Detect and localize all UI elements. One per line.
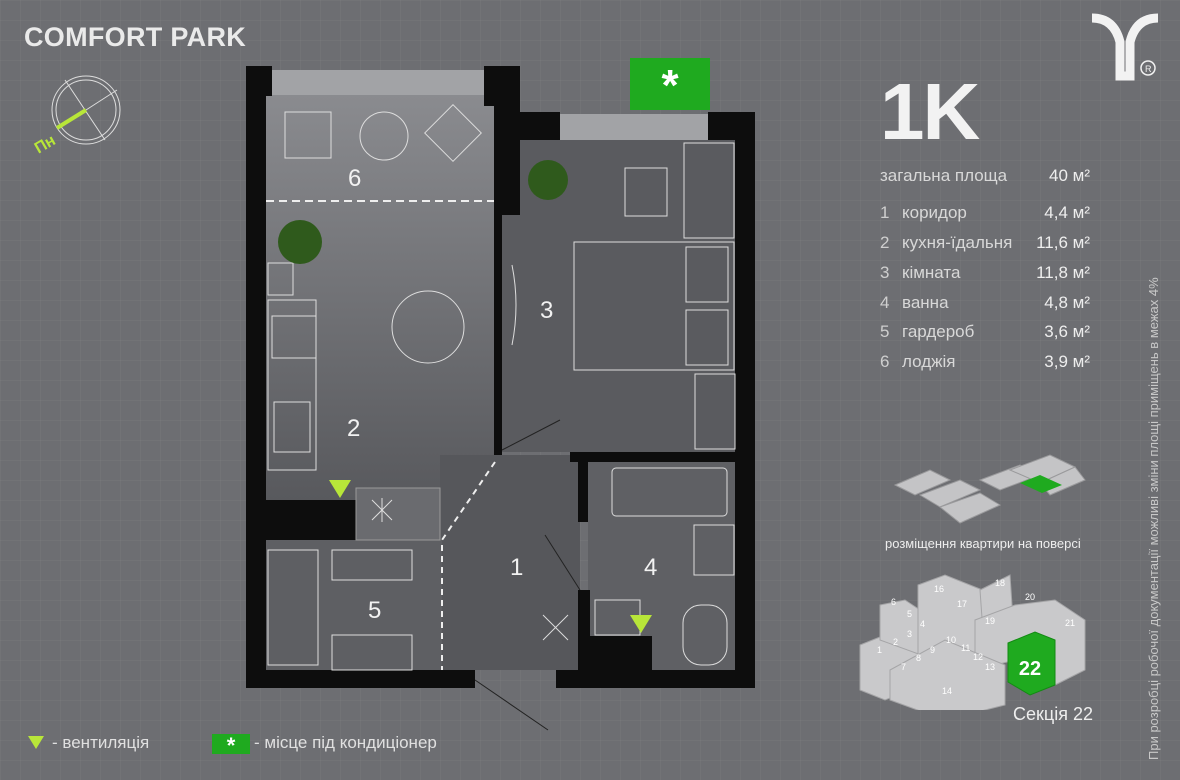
entry-door-swing (474, 679, 549, 731)
room-row: 3 кімната 11,8 м² (880, 263, 1090, 283)
disclaimer: При розробці робочої документації можлив… (1146, 277, 1161, 760)
apartment-highlight (1020, 475, 1062, 493)
room-area: 11,6 м² (1036, 233, 1090, 252)
ventilation-icon (329, 480, 351, 498)
total-area-value: 40 м² (1049, 166, 1090, 185)
kitchen-divider (441, 461, 496, 541)
brand-title: COMFORT PARK (24, 22, 247, 52)
sections-map: 22 1 2 3 4 5 6 7 8 9 10 11 12 13 14 16 1… (859, 574, 1086, 710)
section-22-label: 22 (1019, 658, 1041, 680)
room-num: 4 (880, 293, 890, 312)
section-number: 16 (934, 584, 944, 594)
total-area-row: загальна площа 40 м² (880, 166, 1090, 186)
ac-location-marker (630, 58, 710, 110)
plant-icon (528, 160, 568, 200)
ac-icon: * (212, 734, 250, 758)
walls (246, 66, 755, 688)
room-label-6: 6 (348, 165, 361, 192)
door-swing (501, 419, 561, 451)
compass-icon: Пн (32, 75, 121, 157)
room-num: 6 (880, 352, 890, 371)
section-number: 14 (942, 686, 952, 696)
total-area-label: загальна площа (880, 166, 1008, 185)
section-number: 11 (961, 643, 970, 653)
svg-text:R: R (1145, 64, 1152, 74)
room-row: 4 ванна 4,8 м² (880, 293, 1090, 313)
room-name: лоджія (902, 352, 956, 371)
section-number: 3 (907, 629, 912, 639)
room-area: 3,9 м² (1044, 352, 1090, 371)
section-number: 2 (893, 637, 898, 647)
room-label-4: 4 (644, 554, 657, 581)
section-number: 21 (1065, 618, 1075, 628)
window-loggia (272, 70, 484, 95)
room-name: кімната (902, 263, 961, 282)
section-number: 13 (985, 662, 995, 672)
section-number: 12 (973, 652, 983, 662)
section-number: 7 (901, 662, 906, 672)
section-caption: Секція 22 (1013, 704, 1093, 724)
room-kitchen-loggia-floor (266, 95, 496, 500)
room-area: 4,8 м² (1044, 293, 1090, 312)
section-number: 10 (946, 635, 956, 645)
ac-unit-kitchen (355, 487, 441, 541)
room-area: 11,8 м² (1036, 263, 1090, 282)
ventilation-icon (28, 736, 44, 749)
room-label-1: 1 (510, 554, 523, 581)
room-name: гардероб (902, 322, 975, 341)
section-number: 6 (891, 597, 896, 607)
section-number: 20 (1025, 592, 1035, 602)
furniture (267, 104, 736, 671)
room-name: коридор (902, 203, 967, 222)
ventilation-icon (630, 615, 652, 633)
corridor-floor (440, 455, 580, 670)
room-row: 5 гардероб 3,6 м² (880, 322, 1090, 342)
legend-ac: - місце під кондиціонер (254, 733, 437, 752)
placement-caption: розміщення квартири на поверсі (885, 536, 1081, 551)
section-number: 19 (985, 616, 995, 626)
room-label-2: 2 (347, 415, 360, 442)
plant-icon (278, 220, 322, 264)
floor-plan: * 1 2 3 4 5 6 (246, 58, 755, 731)
room-num: 1 (880, 203, 890, 222)
room-row: 6 лоджія 3,9 м² (880, 352, 1090, 372)
room-num: 2 (880, 233, 890, 252)
svg-text:*: * (661, 61, 679, 110)
section-22-highlight (1007, 631, 1056, 696)
window-room (560, 114, 708, 140)
section-number: 5 (907, 609, 912, 619)
room-name: кухня-їдальня (902, 233, 1013, 252)
room-name: ванна (902, 293, 949, 312)
logo-icon: R (1091, 13, 1159, 81)
section-number: 18 (995, 578, 1005, 588)
wardrobe-floor (266, 540, 442, 670)
room-num: 3 (880, 263, 890, 282)
room-area: 3,6 м² (1044, 322, 1090, 341)
room-num: 5 (880, 322, 890, 341)
room-row: 1 коридор 4,4 м² (880, 203, 1090, 223)
legend-ventilation: - вентиляція (52, 733, 150, 752)
room-label-5: 5 (368, 597, 381, 624)
section-number: 1 (877, 645, 882, 655)
section-number: 4 (920, 619, 925, 629)
room-area: 4,4 м² (1044, 203, 1090, 222)
room-row: 2 кухня-їдальня 11,6 м² (880, 233, 1090, 253)
floor-placement-map (893, 454, 1086, 524)
section-number: 17 (957, 599, 967, 609)
room-label-3: 3 (540, 297, 553, 324)
section-number: 8 (916, 653, 921, 663)
section-number: 9 (930, 645, 935, 655)
apartment-type: 1K (880, 67, 980, 156)
